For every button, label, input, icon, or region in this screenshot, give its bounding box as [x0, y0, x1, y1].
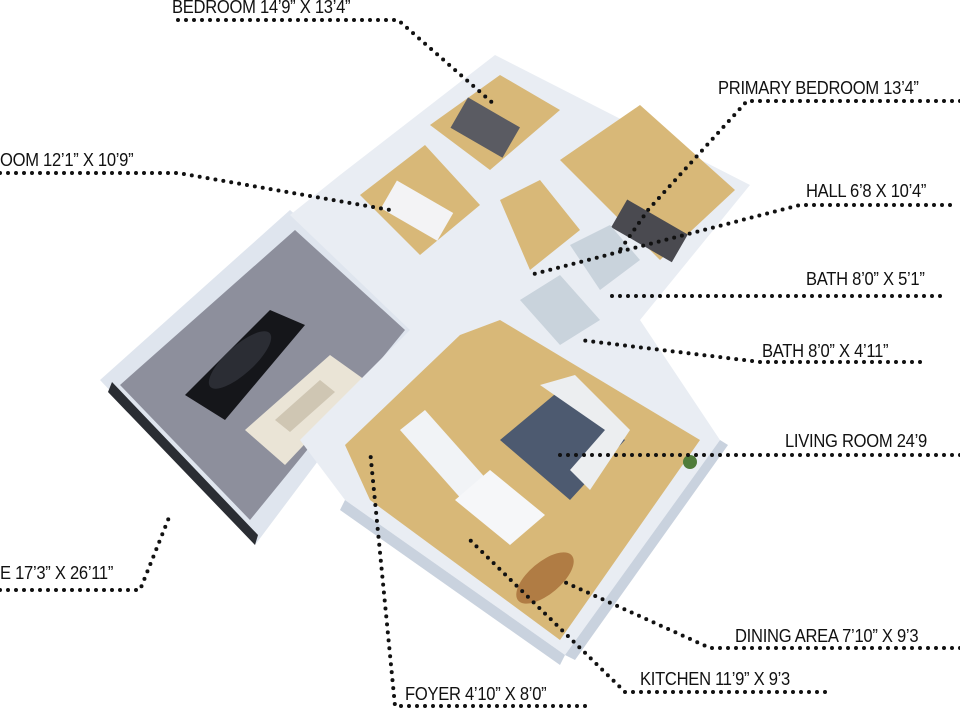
sofa [540, 375, 630, 490]
bed [450, 97, 520, 158]
label-bedroom-2: BEDROOM 14’9” X 13’4” [172, 0, 351, 17]
plant-icon [683, 455, 697, 469]
leader-bedroom-3 [0, 171, 392, 212]
vintage-car-icon [245, 355, 365, 465]
dining-table [516, 552, 574, 604]
label-hall: HALL 6’8 X 10’4” [806, 181, 927, 201]
leader-hall [528, 203, 952, 277]
label-dining-area: DINING AREA 7’10” X 9’3 [735, 626, 919, 646]
kitchen-island [455, 470, 545, 545]
leader-kitchen [468, 538, 827, 694]
label-bedroom-3: OOM 12’1” X 10’9” [0, 150, 134, 170]
label-living-room: LIVING ROOM 24’9 [785, 431, 927, 451]
leader-garage [0, 513, 172, 592]
leader-dining [558, 578, 960, 650]
bath-floor-2 [520, 275, 600, 345]
leader-bath-2 [578, 338, 922, 364]
label-bath-2: BATH 8’0” X 4’11” [762, 341, 889, 361]
leader-bedroom-2 [176, 18, 497, 107]
car-icon [185, 310, 305, 420]
label-kitchen: KITCHEN 11’9” X 9’3 [640, 669, 790, 689]
label-foyer: FOYER 4’10” X 8’0” [405, 684, 547, 704]
leader-foyer [368, 448, 587, 708]
bed-3 [611, 199, 688, 263]
label-bath-1: BATH 8’0” X 5’1” [806, 269, 925, 289]
leader-lines [0, 18, 960, 708]
garage-door [108, 382, 258, 545]
label-garage: E 17’3” X 26’11” [0, 563, 114, 583]
hall-floor [500, 180, 580, 270]
label-primary-bedroom: PRIMARY BEDROOM 13’4” [718, 78, 919, 98]
bed-2 [380, 180, 454, 241]
right-wall-shade [565, 440, 728, 660]
front-wall-shade [340, 500, 565, 665]
leader-primary-bedroom [618, 99, 960, 252]
living-floor [345, 320, 700, 640]
primary-bedroom-floor [560, 105, 735, 260]
